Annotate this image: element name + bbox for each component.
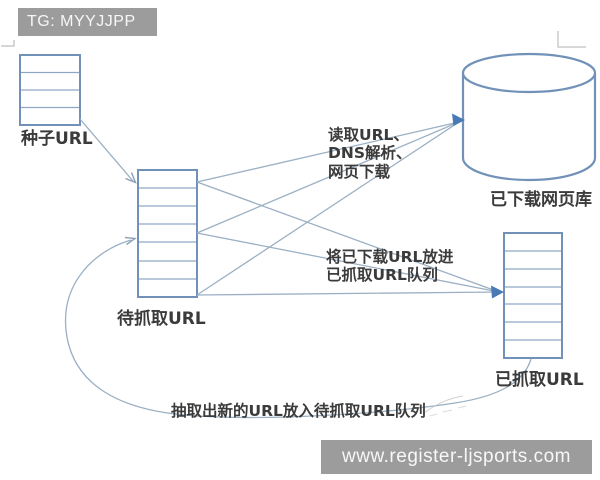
fetch-edge-label-line2: DNS解析、 <box>328 144 412 163</box>
enqueue-edge-label: 将已下载URL放进 已抓取URL队列 <box>326 248 453 285</box>
enqueue-edge-label-line2: 已抓取URL队列 <box>326 266 438 285</box>
extract-edge-label: 抽取出新的URL放入待抓取URL队列 <box>171 402 426 420</box>
arrowhead-to-store <box>452 113 465 126</box>
edge-seed-to-pending <box>79 118 137 184</box>
fetch-edge-label-line1: 读取URL、 <box>328 126 409 144</box>
edge-crawled-to-pending <box>64 236 532 419</box>
crawled-queue-label: 已抓取URL <box>495 370 584 390</box>
arrowhead-to-crawled <box>491 285 504 299</box>
edge-pending-to-crawled <box>196 181 504 299</box>
crawled-queue-box <box>503 232 563 359</box>
site-watermark-badge: www.register-ljsports.com <box>321 440 592 474</box>
downloaded-store-label: 已下载网页库 <box>490 190 592 210</box>
enqueue-edge-label-line1: 将已下载URL放进 <box>326 248 454 266</box>
edge-pending-to-store <box>196 113 465 296</box>
pending-queue-label: 待抓取URL <box>117 309 206 329</box>
corner-mark-top-left <box>1 40 15 47</box>
fetch-edge-label: 读取URL、 DNS解析、 网页下载 <box>328 126 412 181</box>
fetch-edge-label-line3: 网页下载 <box>328 162 391 181</box>
corner-mark-top-right <box>557 31 586 48</box>
tg-watermark-badge: TG: MYYJJPP <box>18 8 157 36</box>
pending-queue-box <box>137 169 198 298</box>
database-cylinder <box>461 52 597 182</box>
seed-queue-box <box>19 54 81 126</box>
seed-queue-label: 种子URL <box>21 129 93 149</box>
watermark-scribble <box>423 395 467 417</box>
